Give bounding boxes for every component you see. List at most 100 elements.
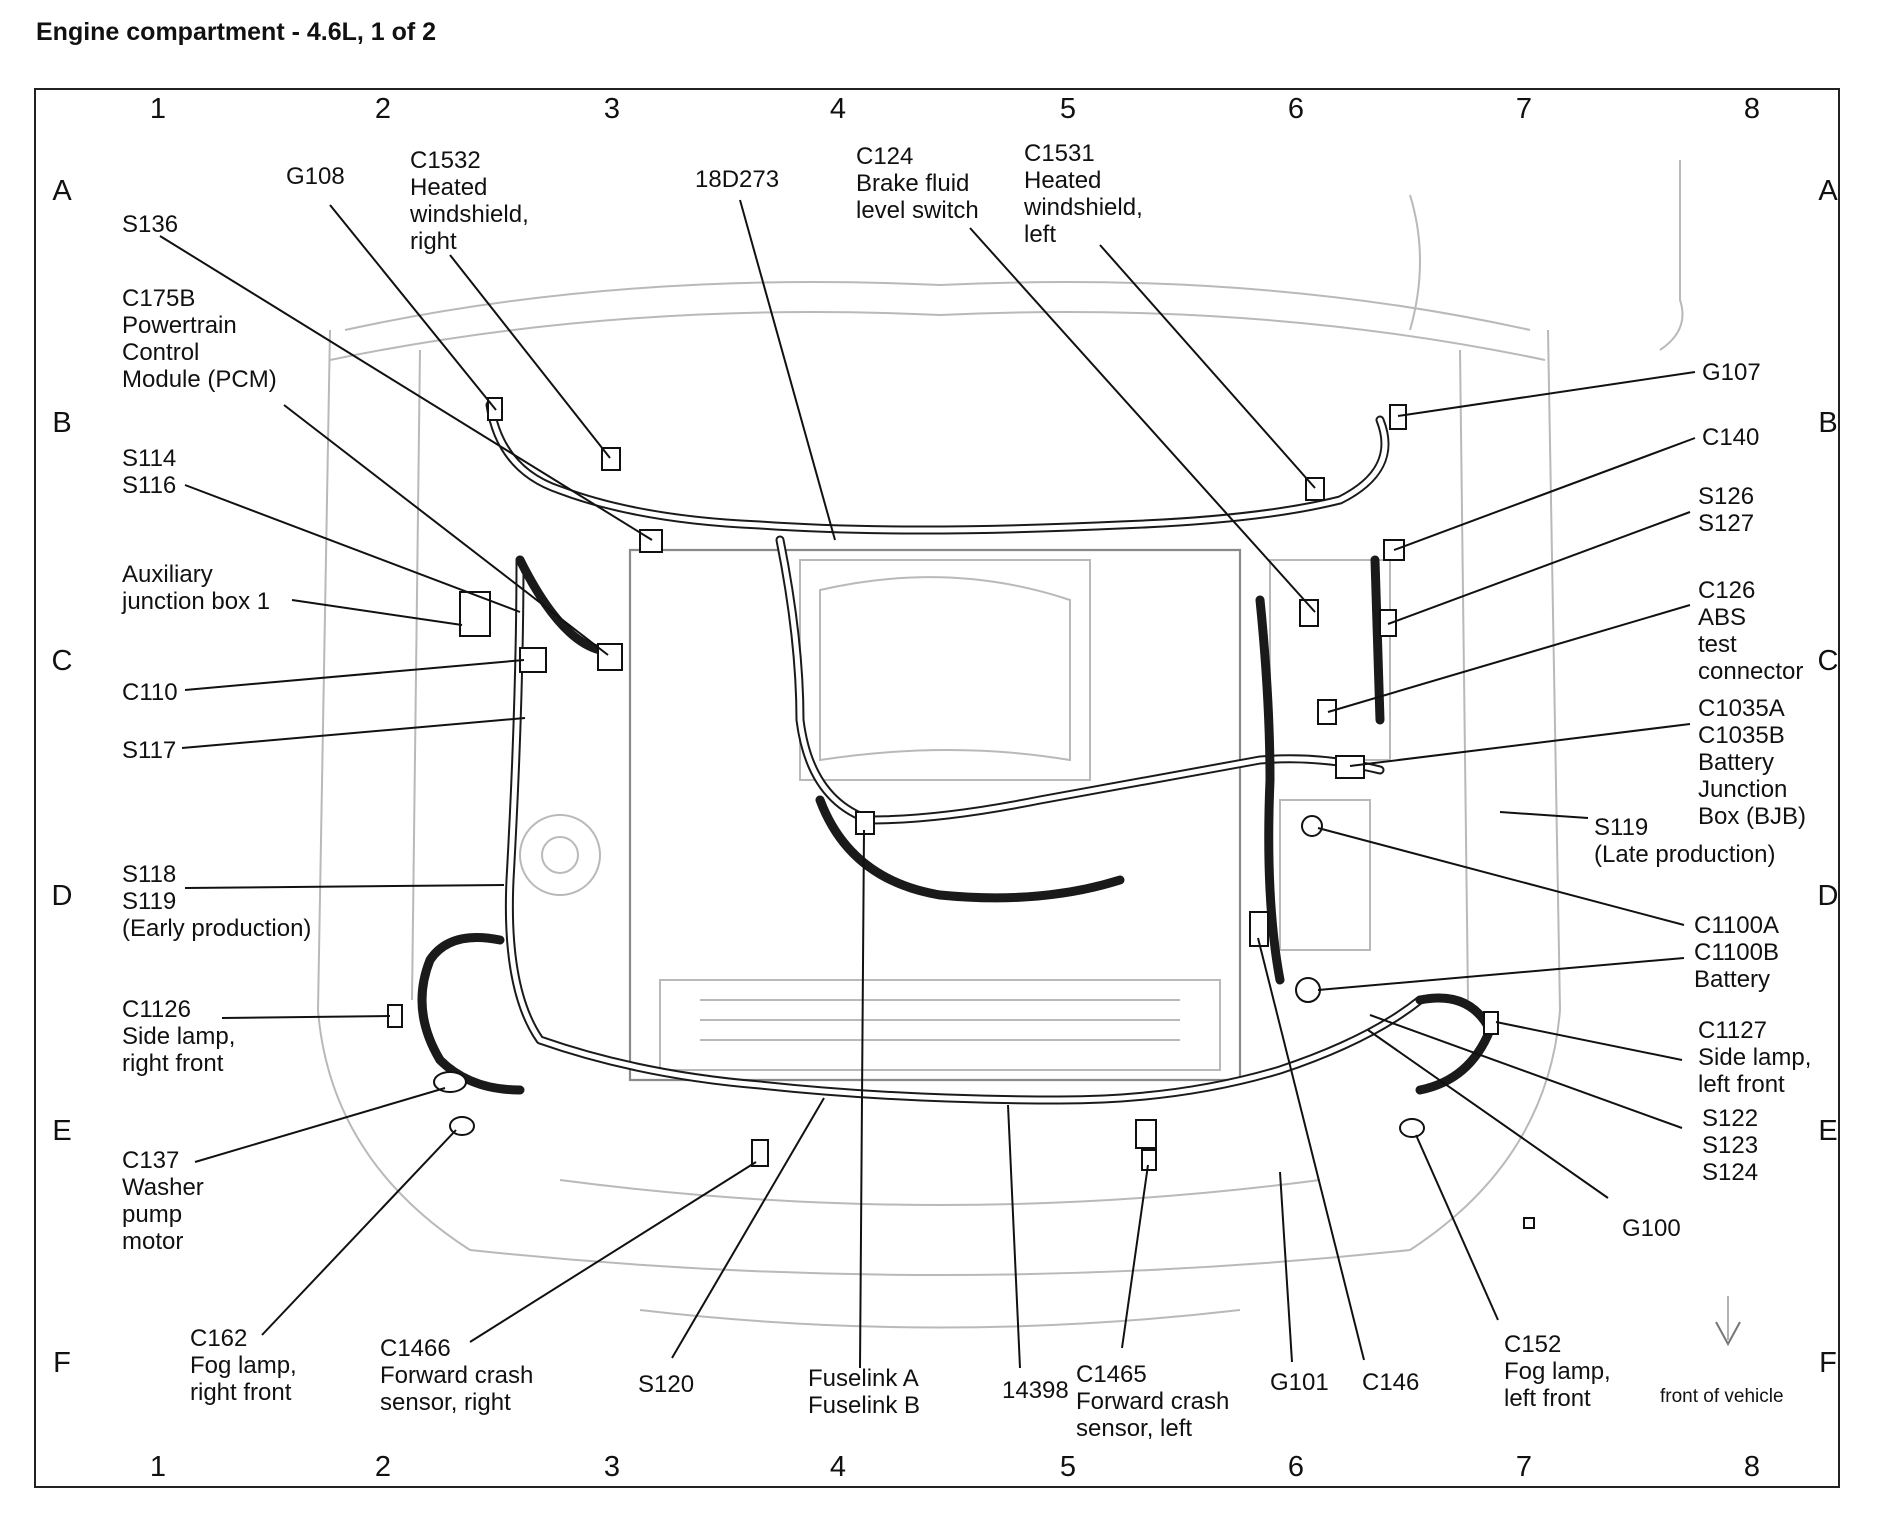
- label-s120: S120: [638, 1371, 694, 1398]
- label-line: Heated: [410, 174, 487, 201]
- label-line: S117: [122, 737, 176, 764]
- leader-c1465: [1121, 1164, 1149, 1349]
- leader-s119late: [1499, 811, 1589, 819]
- leader-s118: [184, 884, 505, 889]
- grid-col-bottom-7: 7: [1516, 1451, 1532, 1483]
- leader-ajb1: [291, 599, 463, 626]
- label-14398: 14398: [1002, 1377, 1069, 1404]
- leader-c110: [184, 659, 525, 691]
- label-g101: G101: [1270, 1369, 1329, 1396]
- connector-c1465-upper: [1135, 1119, 1157, 1149]
- leader-c126: [1327, 604, 1691, 713]
- label-line: Module (PCM): [122, 366, 277, 393]
- label-line: (Late production): [1594, 841, 1775, 868]
- leader-g101: [1279, 1171, 1293, 1363]
- label-line: C126: [1698, 577, 1755, 604]
- leader-c1127: [1495, 1021, 1683, 1061]
- label-line: C110: [122, 679, 178, 706]
- leader-14398: [1007, 1104, 1021, 1369]
- grid-row-left-F: F: [53, 1347, 71, 1379]
- connector-c1100b: [1295, 977, 1321, 1003]
- label-line: C1466: [380, 1335, 451, 1362]
- label-c140: C140: [1702, 424, 1759, 451]
- label-line: junction box 1: [121, 588, 270, 615]
- label-line: S124: [1702, 1159, 1758, 1186]
- label-line: C162: [190, 1325, 247, 1352]
- grid-row-right-D: D: [1818, 880, 1839, 912]
- label-line: G101: [1270, 1369, 1329, 1396]
- grid-row-left-D: D: [52, 880, 73, 912]
- leader-c1035: [1349, 723, 1691, 767]
- leader-c1100a: [1317, 827, 1685, 926]
- grid-row-right-A: A: [1818, 175, 1838, 207]
- label-line: Battery: [1698, 749, 1774, 776]
- grid-col-top-6: 6: [1288, 93, 1304, 125]
- label-line: windshield,: [1023, 194, 1143, 221]
- label-line: C1126: [122, 996, 191, 1023]
- grid-col-top-7: 7: [1516, 93, 1532, 125]
- leader-c1126: [221, 1015, 391, 1019]
- leader-c1532: [449, 254, 611, 459]
- grid-row-left-B: B: [52, 407, 71, 439]
- grid-col-bottom-2: 2: [375, 1451, 391, 1483]
- grid-col-top-8: 8: [1744, 93, 1760, 125]
- label-line: S123: [1702, 1132, 1758, 1159]
- label-line: C124: [856, 143, 913, 170]
- connector-c1466: [751, 1139, 769, 1167]
- label-line: Forward crash: [1076, 1388, 1229, 1415]
- label-c146: C146: [1362, 1369, 1419, 1396]
- leader-lines: [159, 199, 1696, 1369]
- label-line: G100: [1622, 1215, 1681, 1242]
- down-arrow-icon: [1715, 1321, 1741, 1347]
- grid-col-bottom-4: 4: [830, 1451, 846, 1483]
- label-line: left: [1024, 221, 1056, 248]
- label-line: pump: [122, 1201, 182, 1228]
- label-line: S114: [122, 445, 176, 472]
- label-line: ABS: [1698, 604, 1746, 631]
- label-line: S126: [1698, 483, 1754, 510]
- leader-s126: [1387, 511, 1691, 625]
- label-line: C1531: [1024, 140, 1095, 167]
- leader-c152: [1415, 1134, 1499, 1321]
- leader-c140: [1393, 437, 1696, 551]
- leader-c1100b: [1317, 957, 1685, 991]
- label-line: C152: [1504, 1331, 1561, 1358]
- connector-c1100a: [1301, 815, 1323, 837]
- label-s117: S117: [122, 737, 176, 764]
- connector-c1126: [387, 1004, 403, 1028]
- leader-c124: [969, 227, 1316, 613]
- diagram-frame: [34, 88, 1840, 1488]
- label-line: (Early production): [122, 915, 311, 942]
- grid-row-left-E: E: [52, 1115, 71, 1147]
- label-line: Powertrain: [122, 312, 237, 339]
- label-line: S136: [122, 211, 178, 238]
- grid-col-bottom-6: 6: [1288, 1451, 1304, 1483]
- label-line: S116: [122, 472, 176, 499]
- connector-c126: [1317, 699, 1337, 725]
- leader-s117: [181, 717, 526, 749]
- front-of-vehicle-indicator: front of vehicle: [1660, 1296, 1784, 1407]
- label-line: Battery: [1694, 966, 1770, 993]
- front-of-vehicle-label: front of vehicle: [1660, 1386, 1784, 1407]
- vehicle-outline-sketch: [316, 160, 1684, 1329]
- connector-c175b: [597, 643, 623, 671]
- grid-row-right-E: E: [1818, 1115, 1837, 1147]
- connector-c1465: [1141, 1149, 1157, 1171]
- leader-s120: [671, 1097, 825, 1359]
- label-line: C1127: [1698, 1017, 1767, 1044]
- connectors: [387, 397, 1535, 1229]
- label-line: S120: [638, 1371, 694, 1398]
